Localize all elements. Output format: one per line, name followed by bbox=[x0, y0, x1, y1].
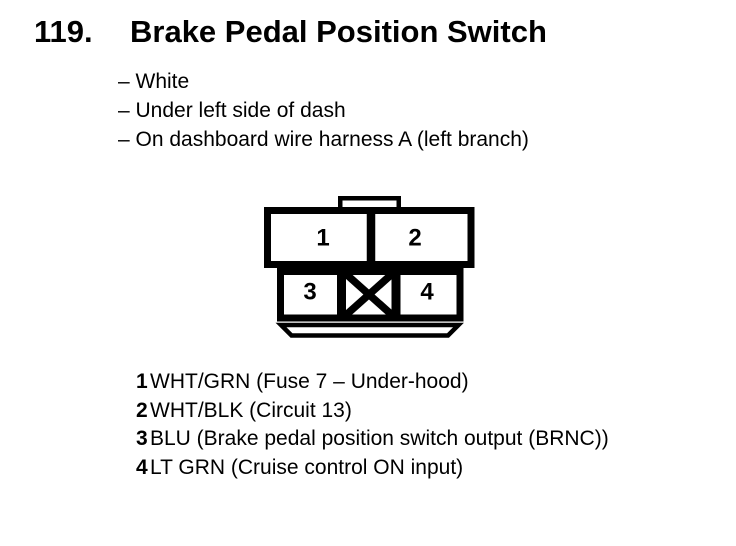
connector-diagram: 1 2 3 4 bbox=[264, 196, 475, 338]
pin-number: 4 bbox=[136, 456, 148, 480]
cavity-1-label: 1 bbox=[316, 225, 329, 252]
note-connector-color: – White bbox=[118, 70, 190, 93]
pin-number: 2 bbox=[136, 398, 148, 422]
pin-description: BLU (Brake pedal position switch output … bbox=[150, 427, 609, 451]
cavity-2-label: 2 bbox=[408, 225, 421, 252]
page-title: Brake Pedal Position Switch bbox=[130, 14, 547, 49]
cavity-4-label: 4 bbox=[420, 279, 434, 306]
pin-number: 3 bbox=[136, 427, 148, 451]
connector-location-notes: – White – Under left side of dash – On d… bbox=[118, 67, 529, 154]
cavity-3-label: 3 bbox=[303, 279, 316, 306]
pin-description: WHT/GRN (Fuse 7 – Under-hood) bbox=[150, 370, 469, 393]
note-connector-location: – Under left side of dash bbox=[118, 99, 346, 122]
item-number: 119. bbox=[34, 14, 93, 49]
note-connector-harness: – On dashboard wire harness A (left bran… bbox=[118, 128, 529, 151]
pin-description: LT GRN (Cruise control ON input) bbox=[150, 456, 464, 480]
x-cross-icon bbox=[343, 271, 395, 318]
pin-number: 1 bbox=[136, 370, 148, 393]
pin-description: WHT/BLK (Circuit 13) bbox=[150, 398, 352, 422]
connector-base-lip bbox=[275, 322, 464, 338]
